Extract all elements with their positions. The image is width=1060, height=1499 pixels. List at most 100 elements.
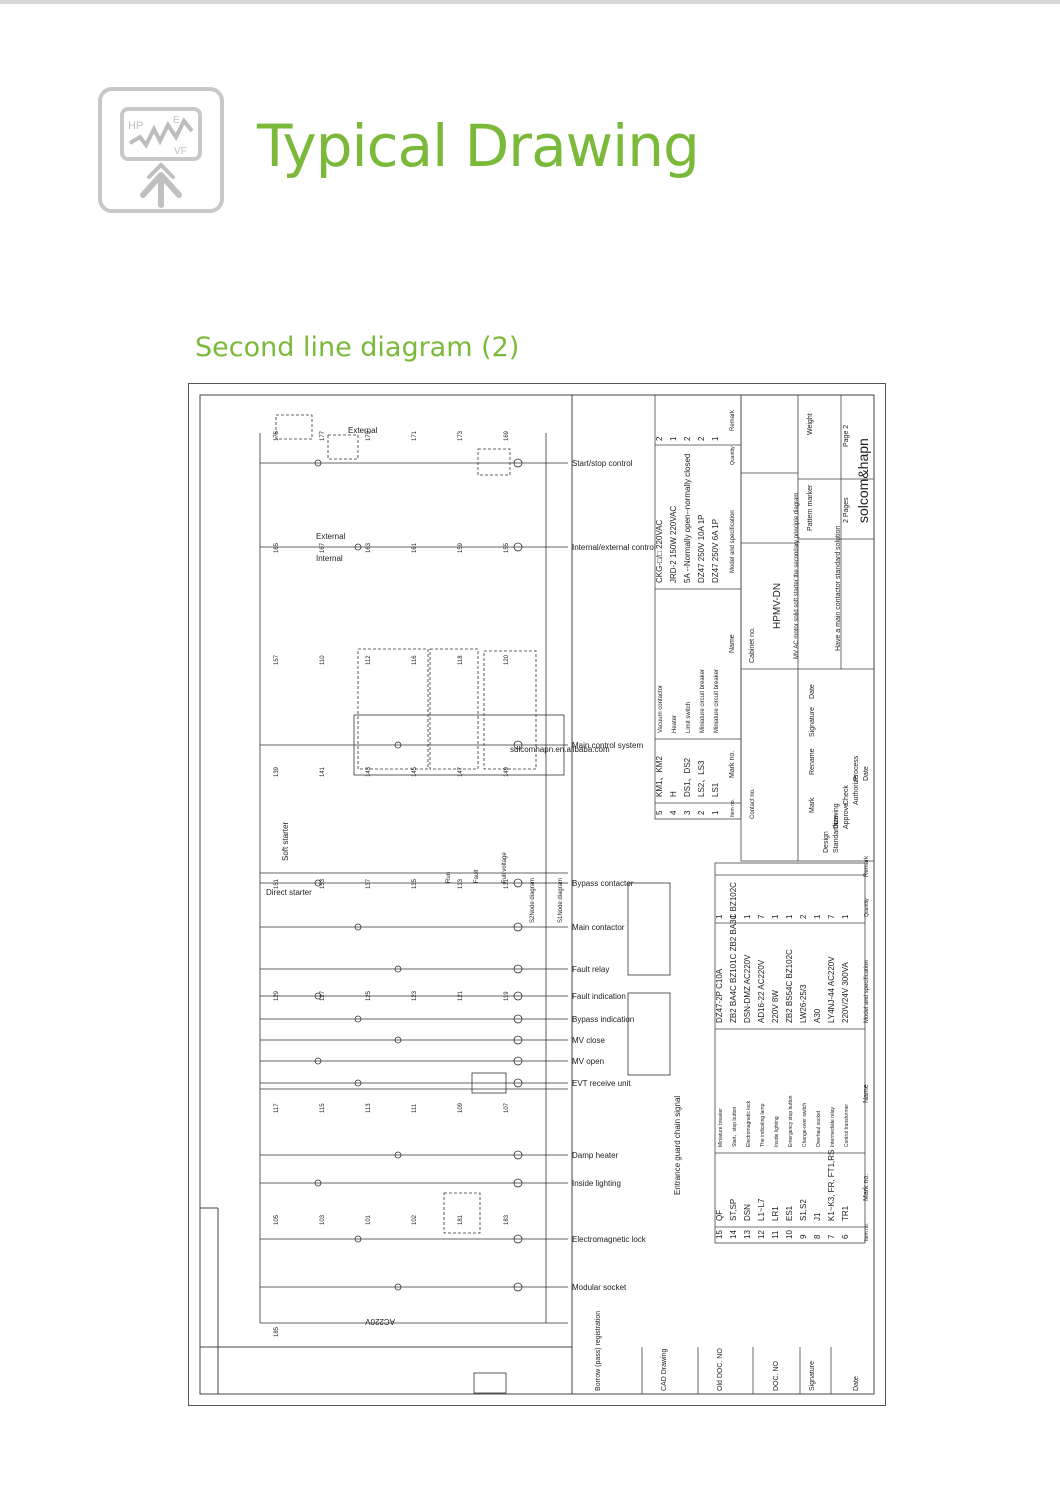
small-label: Fault (474, 869, 480, 883)
lower-part-name: Intermediate relay (830, 1106, 836, 1147)
contact-symbol (394, 741, 402, 749)
lower-model: 220V 8W (771, 990, 780, 1023)
lower-model: LY4NJ-44 AC220V (827, 956, 836, 1023)
contact-symbol (394, 1151, 402, 1159)
wire-number: 119 (504, 991, 510, 1001)
upper-item-no: 4 (669, 810, 678, 815)
indicator-symbol (513, 542, 523, 552)
wire-number: 109 (458, 1102, 464, 1113)
lower-model: AD16-22 AC220V (757, 959, 766, 1023)
drawing-borders (199, 394, 875, 1395)
lower-part-name: Miniature breaker (718, 1108, 724, 1147)
contact-symbol (314, 1057, 322, 1065)
wire-number: 127 (320, 990, 326, 1001)
lower-item-no: 14 (729, 1230, 738, 1239)
lower-part-name: Control transformer (844, 1104, 850, 1147)
lower-item-no: 11 (771, 1230, 780, 1239)
contact-symbol (354, 923, 362, 931)
lower-qty: 7 (757, 914, 766, 919)
indicator-symbol (513, 1234, 523, 1244)
indicator-symbol (513, 1056, 523, 1066)
wire-number: 111 (412, 1103, 418, 1113)
label-ac220v: AC220V (365, 1317, 395, 1326)
lower-item-no: 7 (827, 1234, 836, 1239)
contact-symbol (314, 1179, 322, 1187)
lower-item-no: 12 (757, 1230, 766, 1239)
upper-mark-no: KM1、KM2 (655, 756, 664, 797)
wire-number: 175 (274, 430, 280, 441)
wire-number: 167 (320, 542, 326, 553)
wire-number: 183 (504, 1214, 510, 1225)
lower-item-no: 8 (813, 1234, 822, 1239)
wire-number: 102 (412, 1214, 418, 1225)
wire-number: 121 (458, 990, 464, 1001)
contact-symbol (314, 879, 322, 887)
label-external-top: External (348, 426, 378, 435)
lower-mark-no: LR1 (771, 1206, 780, 1221)
logo-vf-label: VF (174, 146, 187, 157)
circuit-rungs (260, 458, 568, 1292)
indicator-symbol (513, 1282, 523, 1292)
function-label: Internal/external control (572, 543, 656, 552)
circuit-labels: External External Internal Soft starter … (266, 426, 682, 1326)
lower-qty: 1 (729, 914, 738, 919)
wire-number: 110 (320, 655, 326, 665)
lower-header-model: Model and specification (864, 960, 870, 1023)
function-label: MV close (572, 1036, 605, 1045)
function-label: Main control system (572, 741, 643, 750)
upper-qty: 2 (655, 436, 664, 441)
wire-number: 116 (412, 655, 418, 665)
weight-label: Weight (807, 413, 814, 435)
upper-header-qty: Quantity (730, 446, 736, 465)
lower-item-no: 10 (785, 1230, 794, 1239)
upper-model: 5A --Normally open--normally closed (683, 454, 692, 583)
upper-item-no: 2 (697, 810, 706, 815)
label-external: External (316, 532, 346, 541)
small-label: S2Node diagram (530, 878, 536, 923)
function-label: EVT receive unit (572, 1079, 631, 1088)
cabinet-no-label: Cabinet no. (749, 627, 756, 663)
margin-cell: CAD Drawing (661, 1348, 668, 1391)
margin-block-grid (641, 1347, 832, 1394)
upper-model: DZ47 250V 6A 1P (711, 519, 720, 583)
upper-mark-no: DS1、DS2 (683, 757, 692, 797)
circuit-wiring (259, 414, 671, 1394)
lower-header-item: Item no. (864, 1223, 870, 1241)
lower-part-name: Emergency stop button (788, 1095, 794, 1147)
wire-number: 159 (458, 542, 464, 553)
pages-label: 2 Pages (843, 497, 850, 523)
function-label: Inside lighting (572, 1179, 621, 1188)
lower-mark-no: TR1 (841, 1205, 850, 1221)
lower-item-no: 15 (715, 1230, 724, 1239)
sign-role: Check (843, 785, 850, 805)
function-label: Fault indication (572, 992, 626, 1001)
top-divider (0, 0, 1060, 4)
label-soft-starter: Soft starter (281, 822, 290, 861)
margin-cell: Borrow (pass) registration (595, 1311, 602, 1391)
sign-role: Design (823, 831, 830, 853)
contact-symbol (394, 1036, 402, 1044)
indicator-symbol (513, 1014, 523, 1024)
lower-header-name: Name (863, 1084, 870, 1103)
sign-header: Date (809, 684, 816, 699)
lower-model: A30 (813, 1008, 822, 1023)
lower-model: 220V/24V 300VA (841, 962, 850, 1023)
page-title: Typical Drawing (257, 112, 700, 180)
section-subtitle: Second line diagram (2) (195, 332, 520, 363)
lower-mark-no: K1~K3, FR, FT1,RS (827, 1150, 836, 1221)
label-direct-starter: Direct starter (266, 888, 312, 897)
function-label: Start/stop control (572, 459, 633, 468)
margin-cell: Signature (809, 1361, 816, 1391)
drive-logo: HP E VF (98, 87, 224, 213)
wire-number: 163 (366, 542, 372, 553)
upper-item-no: 5 (655, 810, 664, 815)
contact-symbol (314, 992, 322, 1000)
wire-number: 112 (366, 655, 372, 665)
sign-role: Approve (843, 803, 850, 829)
wire-number: 173 (458, 430, 464, 441)
wire-number: 153 (320, 878, 326, 889)
sign-header: Signature (809, 707, 816, 737)
sign-role: Process (853, 755, 860, 781)
